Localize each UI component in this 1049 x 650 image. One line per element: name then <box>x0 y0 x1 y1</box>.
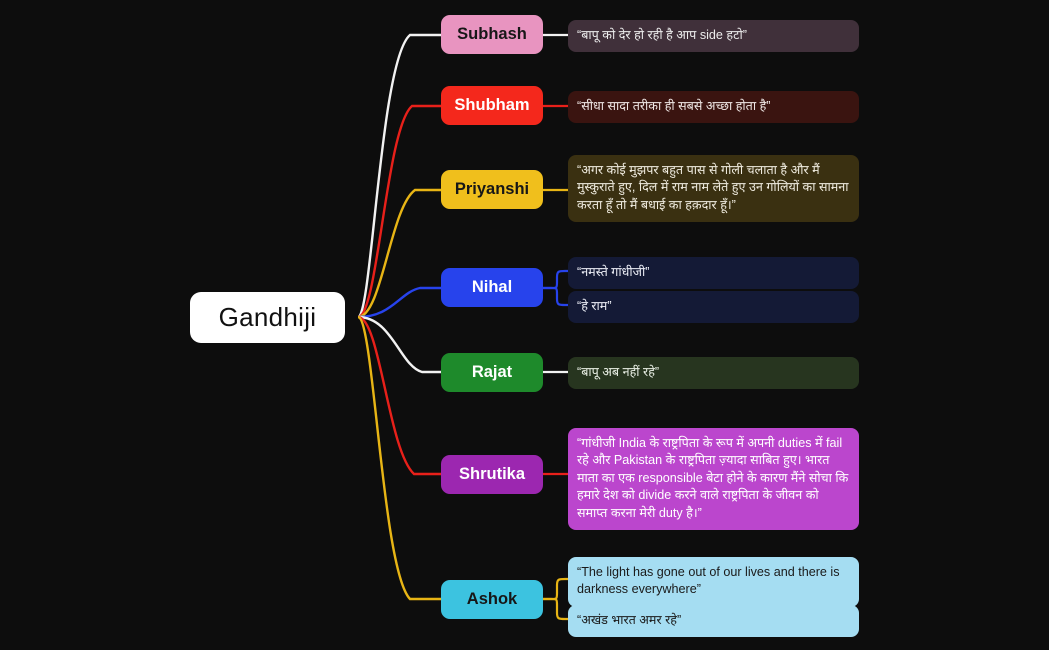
link-nihal-quote-1 <box>543 269 568 290</box>
branch-node-priyanshi[interactable]: Priyanshi <box>441 170 543 209</box>
link-root-subhash <box>356 33 441 319</box>
root-node-gandhiji[interactable]: Gandhiji <box>190 292 345 343</box>
quote-box-ashok-1[interactable]: “The light has gone out of our lives and… <box>568 557 859 607</box>
link-root-ashok <box>356 315 441 601</box>
quote-box-nihal-1[interactable]: “नमस्ते गांधीजी” <box>568 257 859 290</box>
link-nihal-quote-2 <box>543 286 568 307</box>
branch-node-rajat[interactable]: Rajat <box>441 353 543 392</box>
branch-node-label: Priyanshi <box>454 180 530 199</box>
link-ashok-quote-1 <box>543 577 568 601</box>
quote-box-shubham-1[interactable]: “सीधा सादा तरीका ही सबसे अच्छा होता है” <box>568 91 859 124</box>
quote-box-shrutika-1[interactable]: “गांधीजी India के राष्ट्रपिता के रूप में… <box>568 428 859 530</box>
branch-node-subhash[interactable]: Subhash <box>441 15 543 54</box>
quote-box-ashok-2[interactable]: “अखंड भारत अमर रहे” <box>568 605 859 638</box>
link-ashok-quote-2 <box>543 597 568 621</box>
branch-node-label: Ashok <box>466 590 518 609</box>
link-root-priyanshi <box>357 188 441 319</box>
link-root-shubham <box>357 104 441 319</box>
link-root-shrutika <box>357 315 441 476</box>
branch-node-shubham[interactable]: Shubham <box>441 86 543 125</box>
quote-box-subhash-1[interactable]: “बापू को देर हो रही है आप side हटो” <box>568 20 859 53</box>
branch-node-label: Shrutika <box>458 465 526 484</box>
root-node-label: Gandhiji <box>218 302 317 332</box>
branch-node-nihal[interactable]: Nihal <box>441 268 543 307</box>
quote-box-priyanshi-1[interactable]: “अगर कोई मुझपर बहुत पास से गोली चलाता है… <box>568 155 859 223</box>
quote-box-nihal-2[interactable]: “हे राम” <box>568 291 859 324</box>
branch-node-label: Subhash <box>457 25 527 44</box>
branch-node-ashok[interactable]: Ashok <box>441 580 543 619</box>
link-root-nihal <box>357 286 441 319</box>
branch-node-label: Rajat <box>471 363 513 382</box>
quote-box-rajat-1[interactable]: “बापू अब नहीं रहे” <box>568 357 859 390</box>
branch-node-label: Nihal <box>471 278 513 297</box>
link-root-rajat <box>357 315 441 374</box>
branch-node-shrutika[interactable]: Shrutika <box>441 455 543 494</box>
branch-node-label: Shubham <box>454 96 530 115</box>
